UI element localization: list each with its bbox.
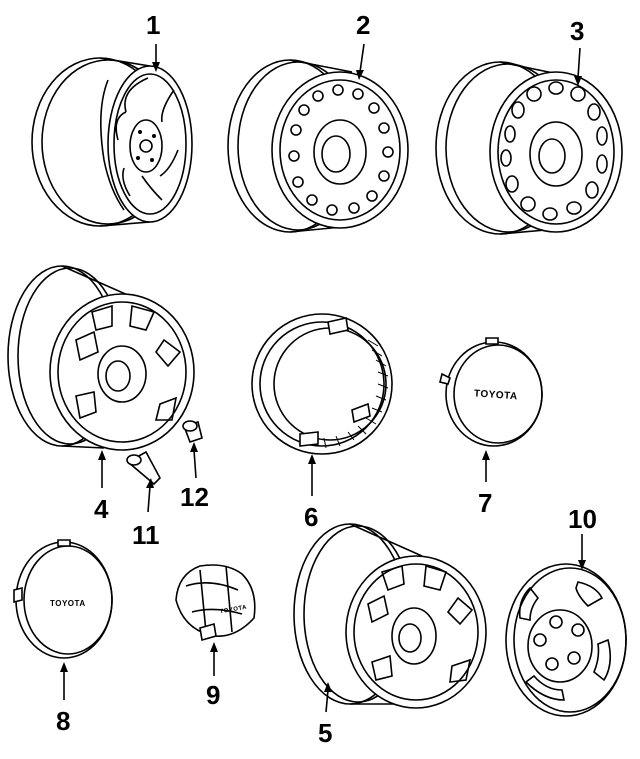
- part-12-valve-cap[interactable]: [182, 420, 203, 444]
- callout-11: 11: [132, 520, 160, 550]
- part-2-steel-wheel[interactable]: [227, 59, 409, 233]
- callout-3: 3: [570, 16, 584, 46]
- part-9-hub-cap[interactable]: TOYOTA: [175, 564, 256, 642]
- callout-8: 8: [56, 706, 70, 736]
- part-1-alloy-wheel[interactable]: [31, 57, 193, 227]
- part-4-styled-wheel[interactable]: [7, 265, 195, 451]
- callout-6: 6: [304, 502, 318, 532]
- part-10-full-wheel-cover[interactable]: [505, 563, 627, 717]
- part-5-wheel[interactable]: [293, 523, 487, 709]
- callout-2: 2: [356, 10, 370, 40]
- callout-12: 12: [180, 482, 209, 512]
- leader-lines: [60, 43, 586, 713]
- callout-4: 4: [94, 494, 109, 524]
- part-8-wheel-cover[interactable]: TOYOTA: [13, 539, 113, 659]
- part-3-steel-wheel[interactable]: [435, 61, 623, 235]
- callout-1: 1: [146, 10, 160, 40]
- wheel-cover-brand-text: TOYOTA: [50, 599, 86, 608]
- part-7-center-cap[interactable]: TOYOTA: [439, 337, 543, 447]
- callout-labels: 1 2 3 4 5 6 7 8 9 10 11 12: [56, 10, 597, 748]
- callout-9: 9: [206, 680, 220, 710]
- center-cap-brand-text: TOYOTA: [474, 388, 518, 402]
- part-11-valve-stem[interactable]: [126, 450, 161, 486]
- callout-7: 7: [478, 488, 492, 518]
- hub-cap-brand-text: TOYOTA: [219, 605, 247, 616]
- part-6-trim-ring[interactable]: [251, 313, 393, 455]
- callout-10: 10: [568, 504, 597, 534]
- callout-5: 5: [318, 718, 332, 748]
